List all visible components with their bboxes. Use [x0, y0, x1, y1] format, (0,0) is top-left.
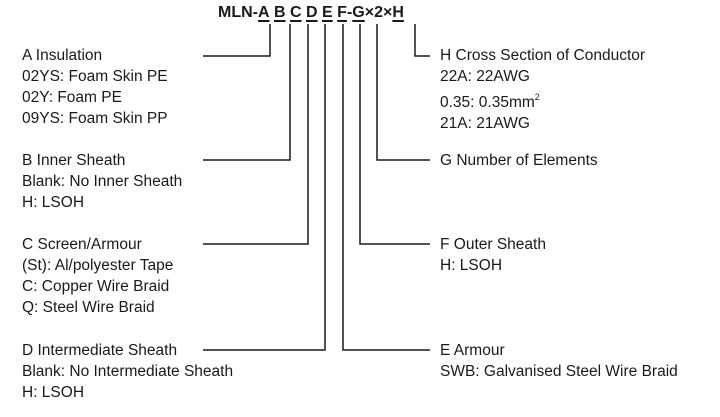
code-f: F [337, 4, 347, 21]
block-h-line: 21A: 21AWG [440, 115, 530, 132]
connector-d [203, 24, 326, 351]
block-a-line: 09YS: Foam Skin PP [22, 110, 168, 127]
block-a-insulation: A Insulation 02YS: Foam Skin PE 02Y: Foa… [22, 45, 168, 129]
block-d-intermediate-sheath: D Intermediate Sheath Blank: No Intermed… [22, 340, 233, 403]
code-c: C [290, 4, 302, 21]
block-g-title: G Number of Elements [440, 152, 598, 169]
block-e-line: SWB: Galvanised Steel Wire Braid [440, 363, 678, 380]
block-h-line: 0.35: 0.35mm2 [440, 87, 645, 113]
connector-e [342, 24, 430, 351]
code-e: E [322, 4, 333, 21]
code-b: B [274, 4, 286, 21]
connector-c [203, 24, 309, 245]
block-c-line: (St): Al/polyester Tape [22, 257, 174, 274]
connector-b [203, 24, 291, 161]
block-g-elements: G Number of Elements [440, 150, 598, 171]
block-h-cross-section: H Cross Section of Conductor 22A: 22AWG … [440, 45, 645, 134]
block-h-line2-main: 0.35: 0.35mm [440, 94, 535, 111]
block-a-title: A Insulation [22, 47, 103, 64]
code-h: H [392, 4, 404, 21]
block-h-line2-sup: 2 [534, 92, 540, 102]
block-e-armour: E Armour SWB: Galvanised Steel Wire Brai… [440, 340, 678, 382]
block-b-title: B Inner Sheath [22, 152, 126, 169]
connector-f [359, 24, 430, 245]
block-d-title: D Intermediate Sheath [22, 342, 178, 359]
block-f-title: F Outer Sheath [440, 236, 546, 253]
block-d-line: Blank: No Intermediate Sheath [22, 363, 234, 380]
connector-h [414, 24, 430, 57]
block-c-line: C: Copper Wire Braid [22, 278, 170, 295]
code-g: G [352, 4, 365, 21]
block-e-title: E Armour [440, 342, 505, 359]
connector-a [203, 24, 271, 57]
block-a-line: 02Y: Foam PE [22, 89, 122, 106]
block-h-line: 22A: 22AWG [440, 68, 530, 85]
block-f-line: H: LSOH [440, 257, 503, 274]
block-h-title: H Cross Section of Conductor [440, 47, 646, 64]
block-c-line: Q: Steel Wire Braid [22, 299, 155, 316]
code-dash: - [346, 4, 353, 21]
block-f-outer-sheath: F Outer Sheath H: LSOH [440, 234, 546, 276]
connector-g [376, 24, 430, 161]
block-b-inner-sheath: B Inner Sheath Blank: No Inner Sheath H:… [22, 150, 182, 213]
code-d: D [306, 4, 318, 21]
type-code: MLN-A B C D E F-G×2×H [218, 4, 404, 22]
block-b-line: H: LSOH [22, 194, 85, 211]
block-c-title: C Screen/Armour [22, 236, 142, 253]
code-times: ×2× [364, 4, 393, 21]
code-prefix: MLN- [218, 4, 258, 21]
block-d-line: H: LSOH [22, 384, 85, 401]
code-a: A [257, 4, 270, 21]
block-b-line: Blank: No Inner Sheath [22, 173, 183, 190]
block-a-line: 02YS: Foam Skin PE [22, 68, 168, 85]
block-c-screen-armour: C Screen/Armour (St): Al/polyester Tape … [22, 234, 173, 318]
